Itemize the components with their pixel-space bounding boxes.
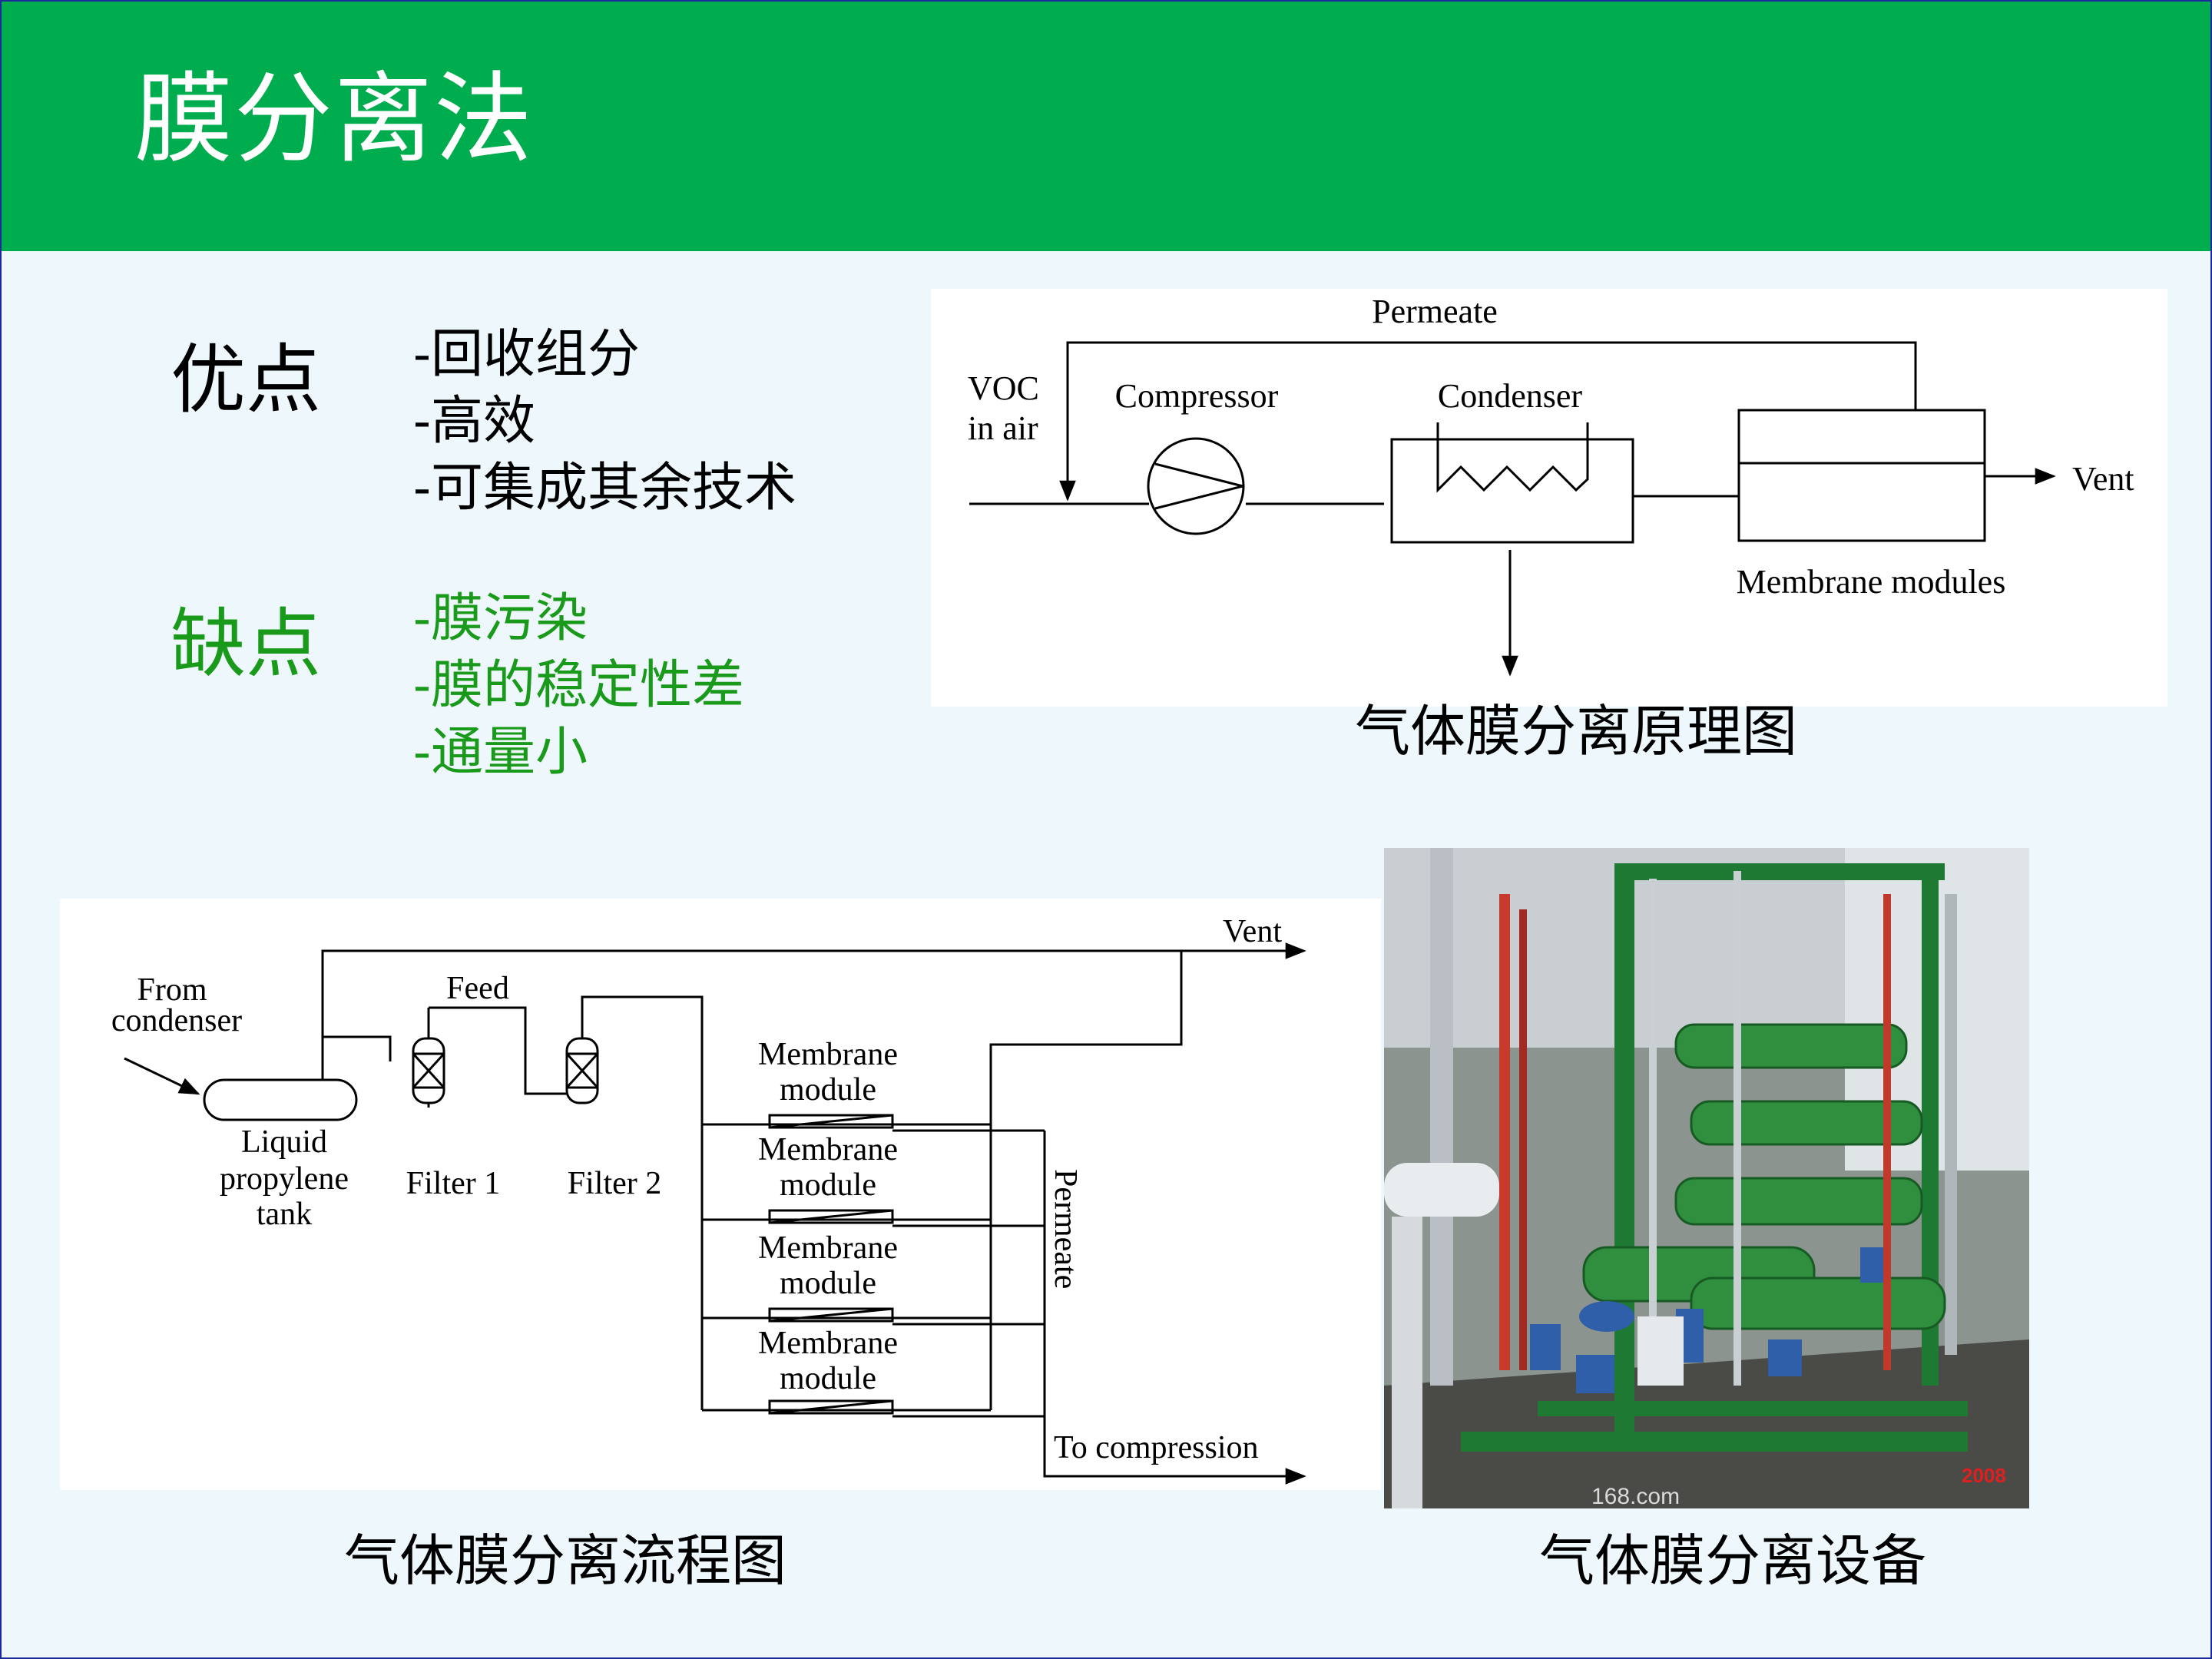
- retentate-to-vent-line: [989, 951, 1183, 1124]
- disadvantage-item: -通量小: [413, 722, 588, 783]
- disadvantage-item: -膜的稳定性差: [413, 655, 744, 716]
- equipment-photo-art: [1384, 848, 2029, 1508]
- tank-label-line2: propylene: [220, 1161, 349, 1197]
- permeate-label: Permeate: [1048, 1169, 1083, 1289]
- equipment-photo: 168.com 2008: [1384, 848, 2029, 1508]
- filter1-label: Filter 1: [406, 1166, 501, 1201]
- module-label: Membrane: [758, 1230, 898, 1266]
- module-feed-header: [581, 995, 704, 1410]
- slide-title: 膜分离法: [134, 62, 535, 177]
- permeate-label: Permeate: [1372, 293, 1498, 330]
- tank-label: Liquid: [241, 1124, 327, 1160]
- advantages-list: -回收组分 -高效 -可集成其余技术: [413, 321, 796, 522]
- from-condenser-arrow: [124, 1057, 200, 1095]
- module-label: module: [780, 1266, 876, 1301]
- module-label: module: [780, 1361, 876, 1396]
- flow-caption: 气体膜分离流程图: [344, 1528, 787, 1593]
- equipment-caption: 气体膜分离设备: [1539, 1528, 1927, 1593]
- voc-label: VOC: [968, 369, 1039, 407]
- flow-diagram-svg: From condenser Feed Vent Liquid propylen…: [111, 914, 1306, 1485]
- tank-label-line3: tank: [257, 1197, 312, 1232]
- from-condenser-label: From: [137, 972, 207, 1008]
- module-label: module: [780, 1072, 876, 1108]
- principle-caption: 气体膜分离原理图: [1355, 699, 1798, 763]
- condenser-coil: [1436, 422, 1589, 493]
- vent-label: Vent: [2072, 460, 2134, 498]
- advantage-item: -回收组分: [413, 324, 640, 385]
- photo-watermark: 168.com: [1591, 1484, 1681, 1508]
- compressor-chevron: [1154, 462, 1243, 510]
- to-compression-line: [1043, 1131, 1306, 1485]
- disadvantages-list: -膜污染 -膜的稳定性差 -通量小: [413, 585, 744, 786]
- condenser-label: Condenser: [1438, 377, 1583, 415]
- advantages-heading: 优点: [171, 336, 322, 424]
- from-condenser-label-line2: condenser: [111, 1003, 242, 1038]
- membrane-module-2: [768, 1209, 894, 1224]
- module-label: Membrane: [758, 1326, 898, 1361]
- to-compression-label: To compression: [1054, 1430, 1259, 1465]
- principle-diagram: Permeate VOC in air Compressor Condenser…: [931, 289, 2167, 707]
- voc-label-line2: in air: [968, 409, 1038, 447]
- compressor-label: Compressor: [1115, 377, 1279, 415]
- membrane-module-3: [768, 1307, 894, 1323]
- title-bar: 膜分离法: [0, 0, 2212, 251]
- membrane-modules-label: Membrane modules: [1737, 563, 2006, 601]
- membrane-module-1: [768, 1114, 894, 1129]
- feed-label: Feed: [446, 971, 509, 1006]
- disadvantages-heading: 缺点: [171, 601, 322, 688]
- permeate-recycle-line: [1059, 341, 1917, 502]
- module-label: Membrane: [758, 1037, 898, 1072]
- feed-line: [429, 1006, 567, 1095]
- module-label: module: [780, 1167, 876, 1203]
- membrane-module-4: [768, 1399, 894, 1415]
- module-label: Membrane: [758, 1132, 898, 1167]
- liquid-propylene-tank: [203, 1078, 358, 1121]
- disadvantage-item: -膜污染: [413, 588, 588, 649]
- principle-diagram-svg: Permeate VOC in air Compressor Condenser…: [968, 293, 2134, 677]
- module-feed-lines: [702, 1123, 991, 1412]
- membrane-module-diagonals: [769, 1114, 893, 1415]
- compressor-icon: [1147, 437, 1245, 535]
- advantage-item: -可集成其余技术: [413, 458, 796, 518]
- photo-date-stamp: 2008: [1962, 1464, 2006, 1487]
- flow-diagram: From condenser Feed Vent Liquid propylen…: [60, 899, 1381, 1490]
- tank-to-filter1-line: [323, 1035, 392, 1061]
- filter1-cross: [412, 1052, 445, 1089]
- filter2-label: Filter 2: [568, 1166, 662, 1201]
- filter2-cross: [565, 1052, 599, 1089]
- condenser-box: [1390, 438, 1634, 544]
- vent-label: Vent: [1223, 914, 1282, 949]
- membrane-modules-box: [1737, 409, 1986, 542]
- advantage-item: -高效: [413, 391, 535, 452]
- permeate-lines: [892, 1129, 1045, 1418]
